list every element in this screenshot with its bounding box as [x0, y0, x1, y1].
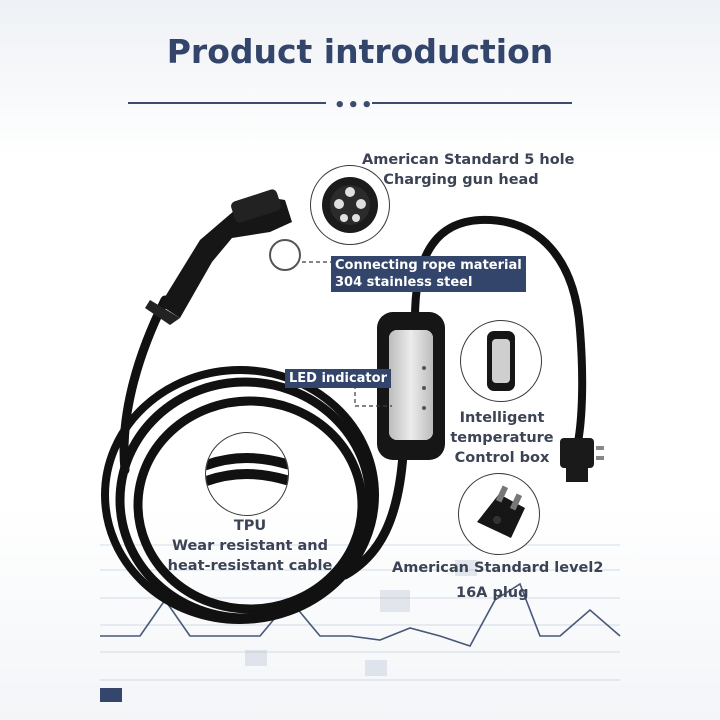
blur-patch	[455, 560, 477, 576]
control-box-label-line2: temperature	[450, 430, 554, 446]
blur-patch	[380, 590, 410, 612]
ecg-line	[100, 582, 621, 647]
rope-material-tag: Connecting rope material 304 stainless s…	[331, 256, 526, 292]
plug-label-line2: 16A plug	[456, 585, 529, 601]
wall-plug	[560, 438, 604, 482]
charging-gun	[145, 189, 301, 325]
gun-head-label-line1: American Standard 5 hole	[362, 152, 575, 168]
blur-patch	[245, 650, 267, 666]
gun-head-label: American Standard 5 hole Charging gun he…	[362, 150, 575, 190]
tpu-label-line3: heat-resistant cable	[167, 558, 333, 574]
title-rule-right	[372, 102, 572, 104]
plug-closeup	[458, 473, 540, 555]
tpu-cable-label: TPU Wear resistant and heat-resistant ca…	[160, 516, 340, 576]
plug-label-line1: American Standard level2	[392, 560, 604, 576]
cable-closeup	[205, 432, 289, 516]
cable-coil	[133, 396, 367, 614]
cable-gun-to-coil	[119, 295, 170, 475]
title-rule-left	[128, 102, 326, 104]
control-box-label-line3: Control box	[454, 450, 550, 466]
cable-coil	[101, 366, 379, 624]
cable-box-to-plug	[411, 215, 587, 446]
led-indicator-tag: LED indicator	[285, 369, 391, 388]
rope-tag-line1: Connecting rope material	[335, 258, 522, 273]
control-box-label: Intelligent temperature Control box	[447, 408, 557, 468]
control-box	[377, 312, 445, 460]
gun-head-closeup	[310, 165, 390, 245]
led-indicator-label: LED indicator	[289, 371, 387, 386]
rope-tag-line2: 304 stainless steel	[335, 275, 473, 290]
control-box-closeup	[460, 320, 542, 402]
cable-coil-to-box	[340, 450, 408, 580]
control-box-label-line1: Intelligent	[459, 410, 545, 426]
page-title: Product introduction	[166, 32, 554, 71]
tpu-label-line1: TPU	[233, 518, 267, 534]
gun-head-label-line2: Charging gun head	[383, 172, 539, 188]
tpu-label-line2: Wear resistant and	[171, 538, 329, 554]
blur-patch	[365, 660, 387, 676]
plug-label: American Standard level2 16A plug	[392, 556, 604, 606]
title-ornament-dots: •••	[334, 95, 375, 116]
